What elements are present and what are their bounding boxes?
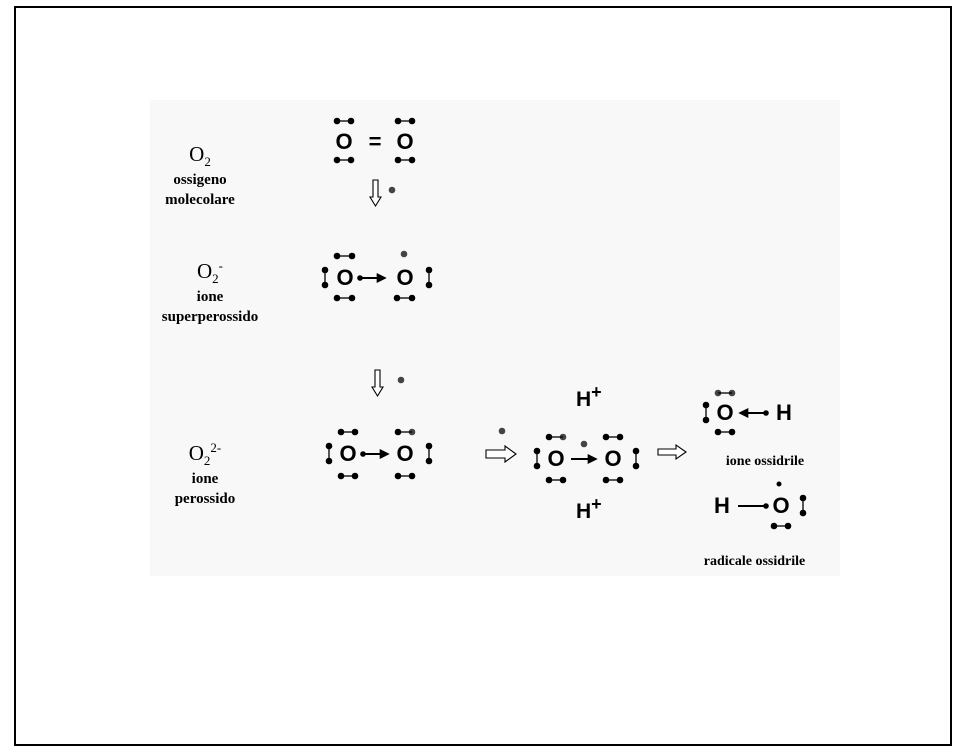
electron-pair (425, 442, 433, 465)
electron-pair (321, 266, 329, 289)
hydrogen-atom: H (776, 400, 792, 425)
added-electron (388, 186, 396, 194)
electron-pair (333, 252, 356, 260)
electron-pair (602, 433, 624, 441)
right-arrow-icon (485, 427, 517, 464)
electron-pair (325, 442, 333, 465)
electron-pair (533, 447, 541, 470)
label-molecular-oxygen: O2 ossigeno molecolare (140, 142, 260, 210)
down-arrow-icon (371, 369, 405, 398)
electron-pair (394, 117, 416, 125)
bond-electron (357, 275, 363, 281)
formula-o2-minus: O2- (196, 258, 223, 287)
added-electron (498, 427, 506, 435)
label-line: ione (196, 289, 224, 306)
electron-pair (333, 117, 355, 125)
electron-pair (394, 428, 416, 436)
electron-pair (714, 428, 736, 436)
hydroxide-structure: O H (702, 389, 792, 436)
o2-molecule: O = O (333, 117, 416, 164)
formula-o2: O2 (189, 142, 211, 170)
peroxide-structure: O O (325, 428, 433, 480)
electron-pair (425, 266, 433, 289)
electron-pair (545, 433, 567, 441)
added-electron (580, 440, 588, 448)
oxygen-atom: O (335, 129, 352, 154)
electron-pair (702, 401, 710, 424)
electron-pair (545, 476, 567, 484)
electron-pair (602, 476, 624, 484)
label-line: ossigeno (173, 172, 227, 189)
down-arrow-icon (369, 179, 396, 208)
bond-electron (763, 503, 769, 509)
oxygen-atom: O (336, 265, 353, 290)
electron-pair (337, 428, 359, 436)
label-line: perossido (174, 491, 236, 508)
right-arrow-icon (657, 443, 687, 461)
electron-pair (337, 472, 359, 480)
oxygen-atom: O (604, 446, 621, 471)
oxygen-atom: O (716, 400, 733, 425)
hydrogen-atom: H (714, 493, 730, 518)
oxygen-atom: O (396, 441, 413, 466)
diagram-panel (150, 100, 840, 576)
electron-pair (632, 447, 640, 470)
formula-o2-2minus: O22- (188, 440, 222, 469)
electron-pair (799, 494, 807, 517)
electron-pair (393, 294, 416, 302)
electron-pair (770, 522, 792, 530)
label-line: molecolare (165, 192, 235, 209)
oxygen-atom: O (396, 265, 413, 290)
label-superoxide-ion: O2- ione superperossido (135, 258, 285, 327)
oxygen-atom: O (772, 493, 789, 518)
lewis-structures: O = O O O O O (321, 117, 807, 530)
label-peroxide-ion: O22- ione perossido (140, 440, 270, 509)
protonated-peroxide-structure: O O (533, 433, 640, 484)
superoxide-structure: O O (321, 250, 433, 302)
unpaired-electron (400, 250, 408, 258)
hydroxyl-radical-structure: H O (714, 481, 807, 530)
unpaired-electron (776, 481, 782, 487)
bond-electron (763, 410, 769, 416)
electron-pair (394, 472, 416, 480)
proton-top: H+ (576, 382, 602, 411)
added-electron (397, 376, 405, 384)
electron-pair (333, 294, 356, 302)
electron-pair (333, 156, 355, 164)
bond-electron (360, 451, 366, 457)
label-line: superperossido (161, 309, 259, 326)
proton-bottom: H+ (576, 494, 602, 523)
oxygen-atom: O (339, 441, 356, 466)
electron-pair (714, 389, 736, 397)
oxygen-atom: O (547, 446, 564, 471)
label-line: ione (191, 471, 219, 488)
electron-pair (394, 156, 416, 164)
label-hydroxide-ion: ione ossidrile (725, 454, 805, 469)
oxygen-atom: O (396, 129, 413, 154)
label-hydroxyl-radical: radicale ossidrile (703, 554, 806, 569)
double-bond: = (369, 129, 382, 154)
